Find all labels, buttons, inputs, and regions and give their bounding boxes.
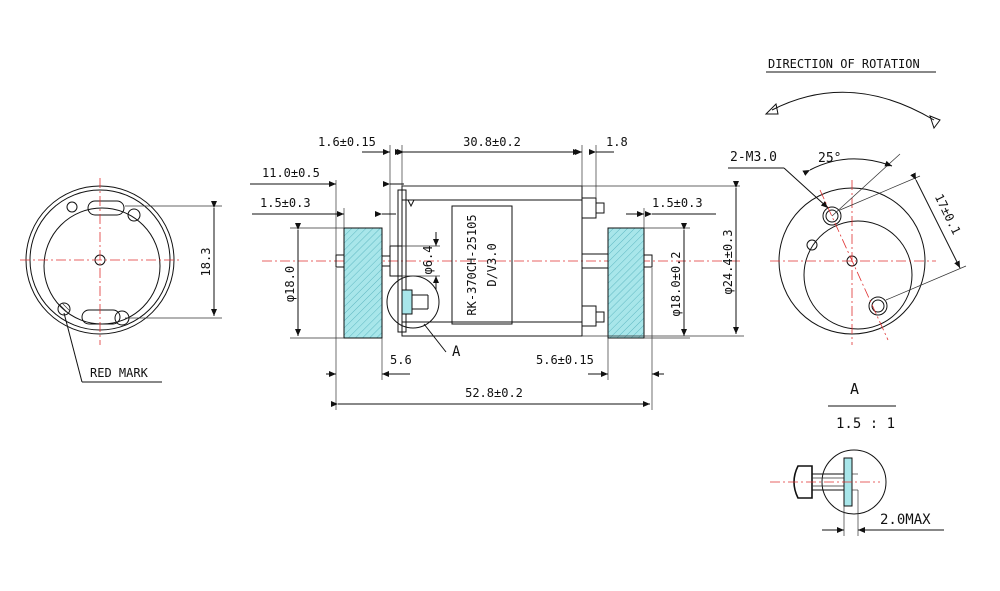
red-mark-label: RED MARK <box>90 366 149 380</box>
dim-overall-length: 52.8±0.2 <box>465 386 523 400</box>
dim-pulley-right-dia: φ18.0±0.2 <box>669 251 683 316</box>
side-view: RK-370CH-25105 D/V3.0 A 1.6±0.15 30 <box>250 135 744 410</box>
dim-boss-dia: φ6.4 <box>421 246 435 275</box>
dim-rear-land: 1.8 <box>606 135 628 149</box>
red-mark-dot <box>57 302 71 316</box>
direction-of-rotation-title: DIRECTION OF ROTATION <box>768 57 920 71</box>
model-line-2: D/V3.0 <box>485 243 499 286</box>
screw-spec-label: 2-M3.0 <box>730 150 777 165</box>
detail-scale: 1.5 : 1 <box>836 416 895 432</box>
dim-pulley-right-width: 1.5±0.3 <box>652 196 703 210</box>
detail-a-label: A <box>452 344 461 360</box>
model-label-box <box>451 205 513 325</box>
dim-rear-gap: 5.6±0.15 <box>536 353 594 367</box>
right-end-view: DIRECTION OF ROTATION 2-M3.0 25° 17±0.1 <box>728 57 967 345</box>
dim-body-length: 30.8±0.2 <box>463 135 521 149</box>
dim-pulley-left-width: 1.5±0.3 <box>260 196 311 210</box>
rotation-arrow <box>771 91 935 121</box>
model-line-1: RK-370CH-25105 <box>465 214 479 315</box>
red-mark-hatch <box>59 302 71 314</box>
max-protrusion-label: 2.0MAX <box>880 512 931 528</box>
dim-shaft-land: 1.6±0.15 <box>318 135 376 149</box>
right-pulley <box>607 227 645 339</box>
detail-title: A <box>850 380 859 398</box>
dim-front-gap: 5.6 <box>390 353 412 367</box>
dim-left-face-height: 18.3 <box>199 248 213 277</box>
left-end-view: 18.3 RED MARK <box>20 178 222 383</box>
detail-a-circle <box>386 275 440 329</box>
angle-label: 25° <box>818 151 841 166</box>
dim-body-dia: φ24.4±0.3 <box>721 229 735 294</box>
detail-a-view: A 1.5 : 1 2.0MAX <box>770 380 944 536</box>
dim-pulley-left-dia: φ18.0 <box>283 266 297 302</box>
dim-front-boss: 11.0±0.5 <box>262 166 320 180</box>
pcd-label: 17±0.1 <box>932 192 964 237</box>
left-pulley <box>343 227 383 339</box>
